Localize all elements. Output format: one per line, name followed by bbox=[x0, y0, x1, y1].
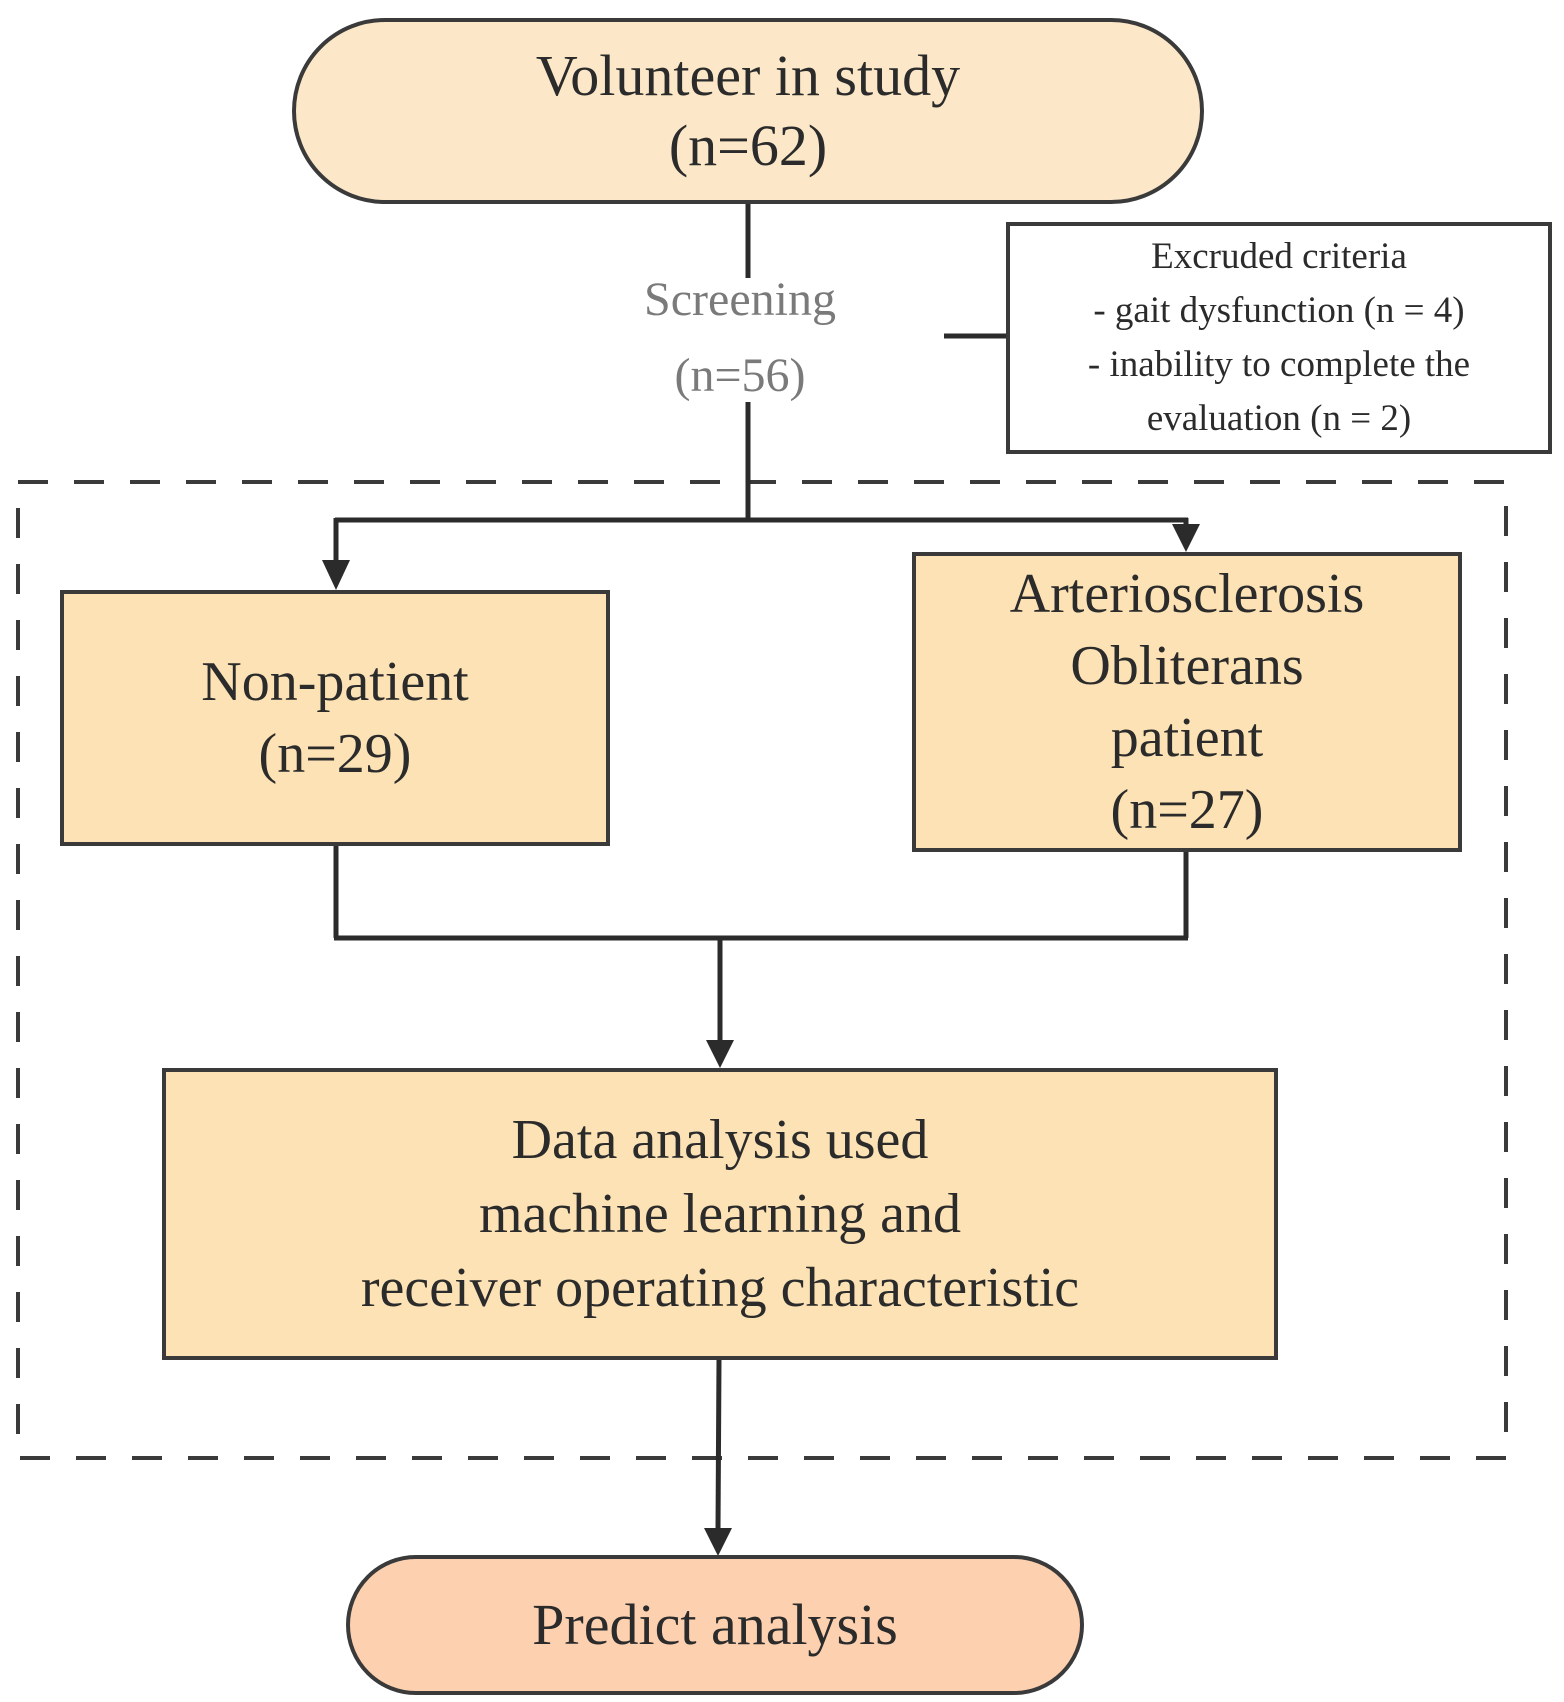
connector-to-predict bbox=[715, 1359, 722, 1531]
nonpatient-node: Non-patient (n=29) bbox=[60, 590, 610, 846]
arrow-to-analysis bbox=[706, 1040, 734, 1068]
analysis-line-3: receiver operating characteristic bbox=[360, 1257, 1080, 1319]
exclusion-item-inability: - inability to complete the bbox=[1087, 344, 1471, 385]
exclusion-item-gait: - gait dysfunction (n = 4) bbox=[1093, 290, 1465, 331]
aso-count: (n=27) bbox=[1110, 779, 1264, 841]
predict-end-node: Predict analysis bbox=[346, 1555, 1084, 1695]
predict-title: Predict analysis bbox=[532, 1592, 898, 1657]
aso-patient-node: Arteriosclerosis Obliterans patient (n=2… bbox=[912, 552, 1462, 852]
aso-line-2: Obliterans bbox=[1070, 635, 1304, 697]
exclusion-item-inability-cont: evaluation (n = 2) bbox=[1146, 398, 1412, 439]
grouping-dashed-frame bbox=[16, 480, 1508, 1460]
analysis-line-2: machine learning and bbox=[478, 1183, 961, 1245]
analysis-node: Data analysis used machine learning and … bbox=[162, 1068, 1278, 1360]
arrow-to-aso bbox=[1172, 524, 1200, 552]
screening-label: Screening (n=56) bbox=[590, 262, 890, 414]
analysis-line-1: Data analysis used bbox=[511, 1109, 929, 1171]
volunteer-count: (n=62) bbox=[668, 113, 828, 178]
arrow-to-predict bbox=[704, 1528, 732, 1556]
exclusion-criteria-box: Excruded criteria - gait dysfunction (n … bbox=[1006, 222, 1552, 454]
nonpatient-count: (n=29) bbox=[258, 723, 412, 785]
volunteer-start-node: Volunteer in study (n=62) bbox=[292, 18, 1204, 204]
arrow-to-nonpatient bbox=[322, 560, 350, 590]
exclusion-title: Excruded criteria bbox=[1151, 236, 1407, 277]
aso-line-3: patient bbox=[1110, 707, 1264, 769]
screening-title: Screening bbox=[644, 273, 836, 326]
aso-line-1: Arteriosclerosis bbox=[1009, 563, 1365, 625]
screening-count: (n=56) bbox=[674, 349, 806, 402]
nonpatient-title: Non-patient bbox=[201, 651, 469, 713]
volunteer-title: Volunteer in study bbox=[535, 43, 961, 108]
